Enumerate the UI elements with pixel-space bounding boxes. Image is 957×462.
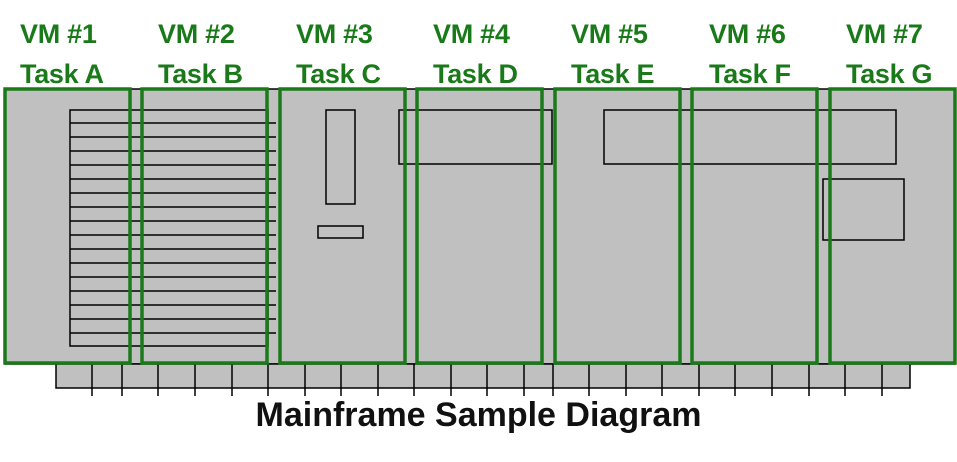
vm-task: Task F — [709, 59, 791, 89]
vm-task: Task A — [20, 59, 104, 89]
vm-label-1: VM #1 Task A — [20, 14, 148, 94]
wide-panel-left — [398, 109, 553, 165]
vm-name: VM #3 — [296, 19, 373, 49]
vertical-slot-panel — [325, 109, 356, 205]
mainframe-base-rack — [55, 363, 911, 396]
vm-name: VM #5 — [571, 19, 648, 49]
vm-partition-1 — [3, 87, 132, 365]
vm-partition-6 — [690, 87, 819, 365]
vm-label-2: VM #2 Task B — [158, 14, 286, 94]
vm-name: VM #7 — [846, 19, 923, 49]
vm-label-7: VM #7 Task G — [846, 14, 957, 94]
vm-name: VM #6 — [709, 19, 786, 49]
vm-partition-2 — [140, 87, 269, 365]
vm-label-3: VM #3 Task C — [296, 14, 424, 94]
base-rack-frame — [55, 363, 911, 389]
vm-partition-4 — [415, 87, 544, 365]
vm-partitions — [3, 87, 957, 365]
wide-panel-right — [603, 109, 897, 165]
drawer-stack-lines — [70, 122, 276, 334]
mainframe-chassis — [4, 88, 956, 365]
diagram-caption: Mainframe Sample Diagram — [255, 396, 702, 434]
vm-task: Task C — [296, 59, 381, 89]
small-slot-panel — [317, 225, 364, 239]
vm-task: Task B — [158, 59, 243, 89]
vm-task: Task G — [846, 59, 933, 89]
vm-label-5: VM #5 Task E — [571, 14, 699, 94]
vm-name: VM #1 — [20, 19, 97, 49]
base-rack-dividers — [91, 364, 883, 396]
vm-name: VM #4 — [433, 19, 510, 49]
drawer-stack — [69, 109, 276, 347]
vm-label-6: VM #6 Task F — [709, 14, 837, 94]
vm-partition-5 — [553, 87, 682, 365]
vm-label-4: VM #4 Task D — [433, 14, 561, 94]
vm-name: VM #2 — [158, 19, 235, 49]
side-panel — [822, 178, 905, 241]
vm-partition-7 — [828, 87, 957, 365]
vm-task: Task D — [433, 59, 518, 89]
vm-task: Task E — [571, 59, 655, 89]
vm-partition-3 — [278, 87, 407, 365]
